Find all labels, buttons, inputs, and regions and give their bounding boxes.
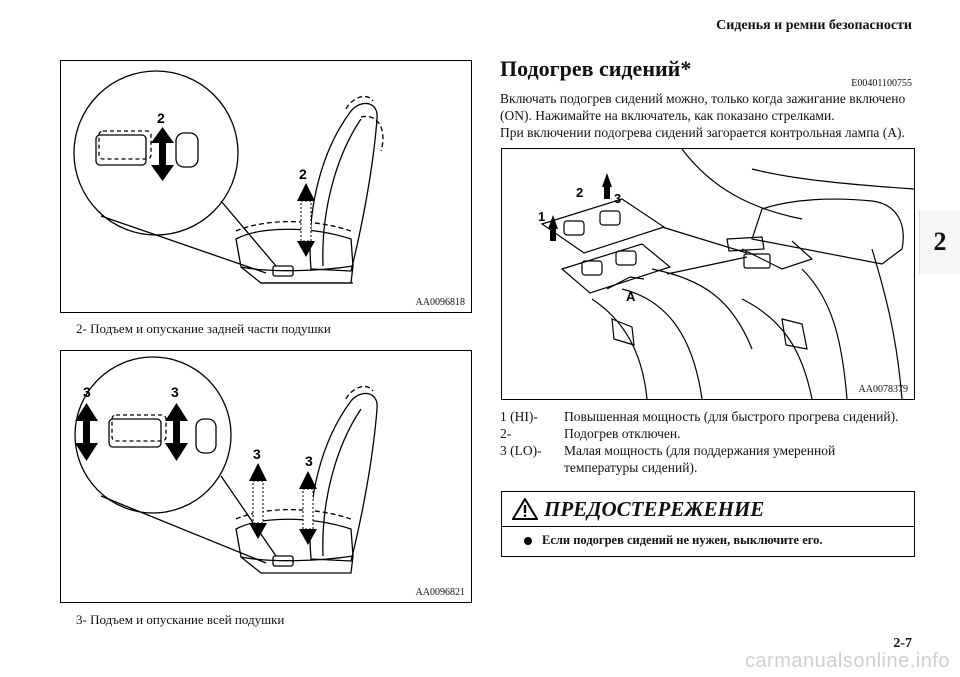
arrow-down-icon <box>299 529 317 545</box>
warning-title: ПРЕДОСТЕРЕЖЕНИЕ <box>544 496 765 521</box>
figure-seat-rear-lift: 2 2 AA0096818 <box>60 60 472 313</box>
warning-item: Если подогрев сидений не нужен, выключит… <box>502 527 914 548</box>
page-number: 2-7 <box>893 636 912 651</box>
switch-location <box>743 253 771 269</box>
arrow-up-icon <box>299 471 317 489</box>
fig2-label-b: 3 <box>171 384 179 400</box>
section-title: Подогрев сидений* <box>500 56 692 81</box>
figure-code: AA0096818 <box>415 297 465 308</box>
list-item-key: 3 (LO)- <box>500 443 542 458</box>
page-header-title: Сиденья и ремни безопасности <box>716 18 912 33</box>
bullet-icon <box>524 536 532 545</box>
arrow-up-icon <box>602 173 612 187</box>
arrow-down-icon <box>297 241 315 257</box>
figure-seat-full-lift: 3 3 3 3 AA0096821 <box>60 350 472 603</box>
list-item: 2- Подогрев отключен. <box>500 425 920 442</box>
arrow-down-icon <box>249 523 267 539</box>
fig3-label-3: 3 <box>614 191 621 206</box>
body-line: Включать подогрев сидений можно, только … <box>500 91 906 106</box>
section-body: Включать подогрев сидений можно, только … <box>500 90 920 141</box>
figure-caption: 3- Подъем и опускание всей подушки <box>76 612 285 627</box>
fig1-label-b: 2 <box>299 166 307 182</box>
fig3-label-2: 2 <box>576 185 583 200</box>
list-item: 3 (LO)- Малая мощность (для поддержания … <box>500 442 920 459</box>
warning-triangle-icon <box>512 498 538 520</box>
heater-switch-illustration: 1 2 3 A <box>538 148 915 400</box>
figure-code: AA0078379 <box>858 384 908 395</box>
zoom-circle <box>74 356 232 514</box>
fig2-label-d: 3 <box>305 453 313 469</box>
switch-body <box>95 134 147 166</box>
watermark: carmanualsonline.info <box>744 650 950 672</box>
figure-code: AA0096821 <box>415 587 465 598</box>
warning-text: Если подогрев сидений не нужен, выключит… <box>542 533 823 547</box>
list-item: 1 (HI)- Повышенная мощность (для быстрог… <box>500 408 920 425</box>
switch-panel-upper <box>540 198 666 254</box>
body-line: При включении подогрева сидений загорает… <box>500 125 905 140</box>
arrow-up-icon <box>548 215 558 229</box>
list-item-text: Подогрев отключен. <box>564 426 681 441</box>
warning-box: ПРЕДОСТЕРЕЖЕНИЕ Если подогрев сидений не… <box>501 491 915 557</box>
fig3-label-1: 1 <box>538 209 545 224</box>
warning-header: ПРЕДОСТЕРЕЖЕНИЕ <box>502 492 914 527</box>
list-item-key <box>500 459 564 476</box>
arrow-shaft <box>159 143 166 165</box>
switch-panel-lower <box>560 243 672 294</box>
section-code: E00401100755 <box>851 78 912 89</box>
list-item-key: 2- <box>500 426 512 441</box>
figure-heater-switch: 1 2 3 A AA0078379 <box>501 148 915 400</box>
fig2-label-a: 3 <box>83 384 91 400</box>
fig3-label-a: A <box>626 289 636 304</box>
body-line: (ON). Нажимайте на включатель, как показ… <box>500 108 835 123</box>
seat-rear-lift-illustration: 2 2 <box>73 70 384 284</box>
list-item: температуры сидений). <box>500 459 920 476</box>
arrow-up-icon <box>297 183 315 201</box>
list-item-text: Малая мощность (для поддержания умеренно… <box>564 443 836 458</box>
figure-caption: 2- Подъем и опускание задней части подуш… <box>76 321 331 336</box>
list-item-text: температуры сидений). <box>564 460 698 475</box>
chapter-tab: 2 <box>919 210 960 274</box>
list-item-text: Повышенная мощность (для быстрого прогре… <box>564 409 899 424</box>
fig1-label-a: 2 <box>157 110 165 126</box>
description-list: 1 (HI)- Повышенная мощность (для быстрог… <box>500 408 920 476</box>
list-item-key: 1 (HI)- <box>500 409 538 424</box>
arrow-up-icon <box>249 463 267 481</box>
seat-full-lift-illustration: 3 3 3 3 <box>74 356 378 574</box>
fig2-label-c: 3 <box>253 446 261 462</box>
